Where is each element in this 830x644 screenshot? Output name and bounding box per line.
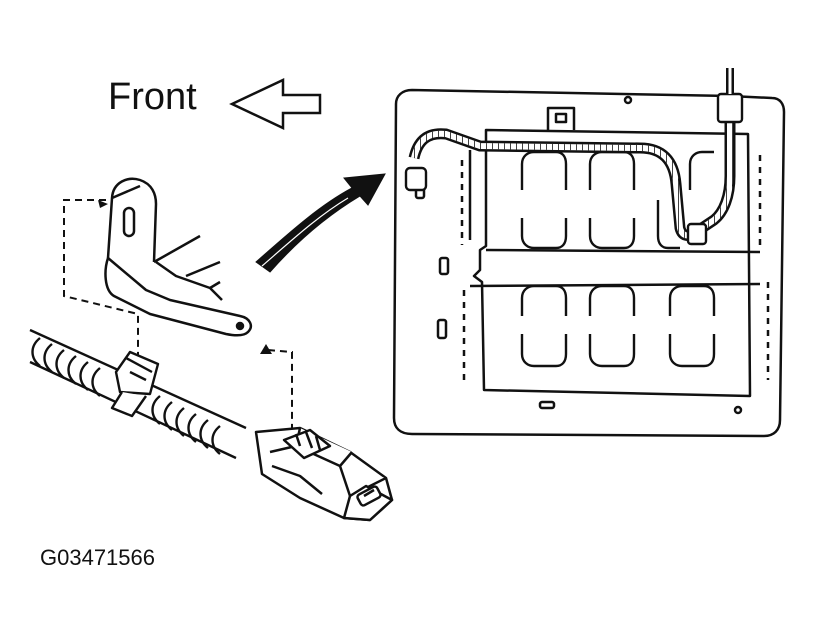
harness-clip: [110, 350, 160, 418]
curved-arrow-icon: [255, 173, 386, 273]
panel-harness: [404, 68, 744, 246]
connector: [254, 426, 394, 522]
front-label: Front: [108, 76, 197, 118]
front-arrow-icon: [229, 78, 322, 130]
figure-code: G03471566: [40, 545, 155, 570]
seat-panel: [392, 88, 786, 438]
spring-cells: [520, 150, 716, 368]
bracket: [104, 177, 252, 337]
leader-lines: [63, 199, 293, 428]
